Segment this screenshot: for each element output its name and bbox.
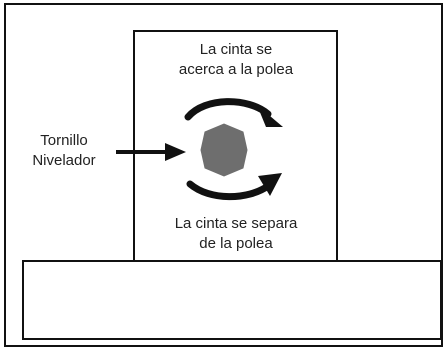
leveling-screw-label-line1: Tornillo [40,132,88,149]
top-label-line2: acerca a la polea [178,61,294,78]
top-label-line1: La cinta se [199,41,273,58]
bottom-label-line2: de la polea [199,235,273,252]
leveling-screw-label: Tornillo Nivelador [14,131,114,171]
base-block [22,260,442,340]
outer-frame [4,3,443,347]
curved-arrow-counterclockwise-icon [186,180,272,201]
leveling-screw-label-line2: Nivelador [32,152,96,169]
curved-arrow-counterclockwise-head [258,173,282,196]
bottom-label-line1: La cinta se separa [174,215,298,232]
bottom-label: La cinta se separa de la polea [140,214,332,254]
top-label: La cinta se acerca a la polea [140,40,332,80]
arrow-right-head [165,143,186,161]
curved-arrow-clockwise-head [257,105,283,127]
hexagon-bolt-icon [200,123,248,177]
